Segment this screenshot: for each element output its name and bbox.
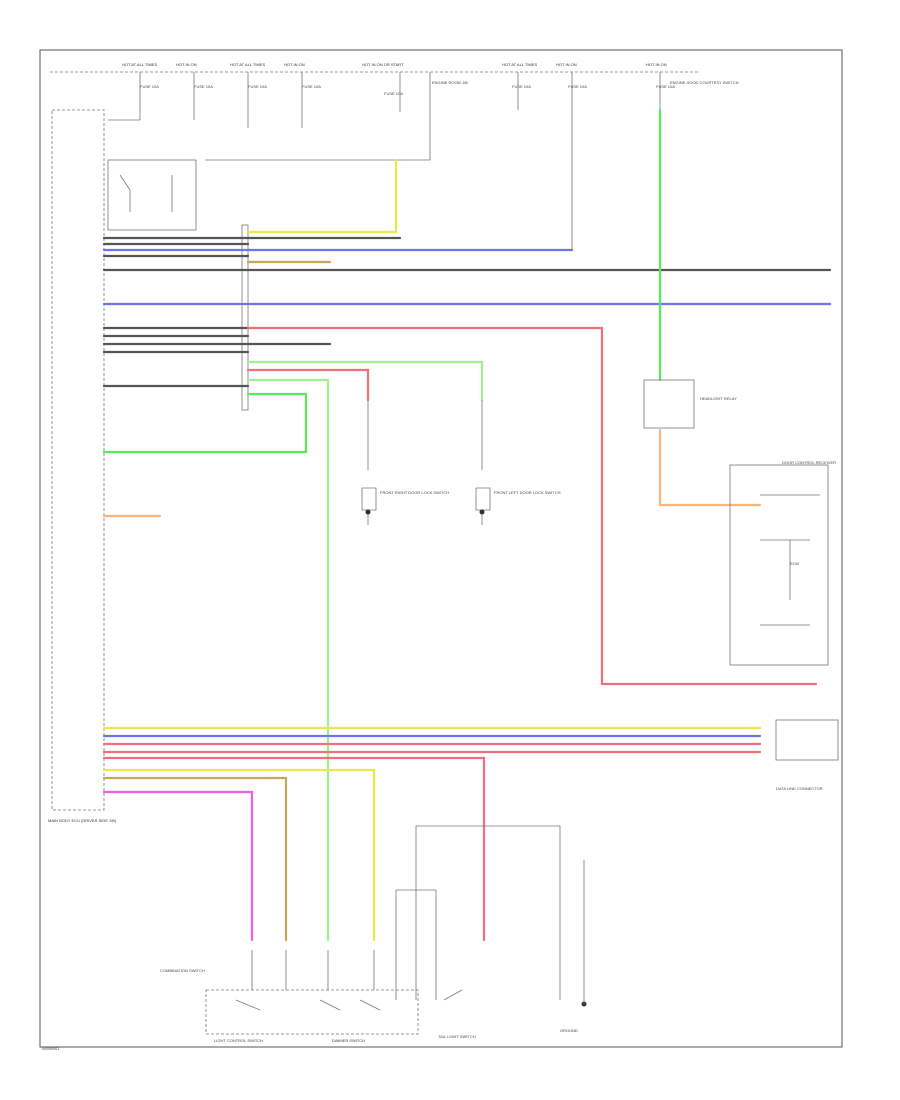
wire-green-bottom — [246, 378, 330, 942]
fuse-value-6: FUSE 10A — [512, 84, 531, 89]
tail-light-switch — [443, 989, 463, 1001]
fuse-value-2: FUSE 10A — [194, 84, 213, 89]
headlight-relay-box — [643, 379, 695, 429]
fuse-value-8: FUSE 10A — [656, 84, 675, 89]
receiver-internal — [760, 494, 820, 626]
fuse-value-1: FUSE 10A — [140, 84, 159, 89]
fuse-label-6: HOT AT ALL TIMES — [502, 62, 537, 67]
fuse-label-2: HOT IN ON — [176, 62, 197, 67]
data-link-box — [775, 719, 839, 761]
door-switch-left: FRONT LEFT DOOR LOCK SWITCH — [475, 400, 561, 525]
fuse-drop-1 — [108, 72, 141, 121]
fuse-label-8: HOT IN ON — [646, 62, 667, 67]
fuse-label-4: HOT IN ON — [284, 62, 305, 67]
internal-relay-box — [107, 159, 197, 231]
connector-block — [241, 224, 249, 411]
light-control-label: LIGHT CONTROL SWITCH — [214, 1038, 263, 1043]
switch-contacts — [235, 950, 381, 1011]
wire-red-door — [246, 368, 370, 402]
wire-yellow-down — [102, 768, 376, 942]
fuse-value-7: FUSE 10A — [568, 84, 587, 89]
combination-switch-box — [205, 989, 419, 1035]
diagram-frame — [39, 49, 843, 1048]
door-control-receiver-label: DOOR CONTROL RECEIVER — [782, 460, 836, 465]
door-switch-right: FRONT RIGHT DOOR LOCK SWITCH — [361, 400, 449, 525]
data-link-label: DATA LINK CONNECTOR — [776, 786, 823, 791]
page-code: W0085S1 — [42, 1046, 60, 1051]
main-body-ecu-box — [51, 109, 105, 811]
fuse-label-1: HOT AT ALL TIMES — [122, 62, 157, 67]
door-switch-left-label: FRONT LEFT DOOR LOCK SWITCH — [494, 490, 561, 495]
door-switch-right-label: FRONT RIGHT DOOR LOCK SWITCH — [380, 490, 449, 495]
junction-block-outline — [205, 72, 431, 161]
wire-pink-down — [102, 790, 254, 942]
door-switch-right-body — [361, 400, 377, 525]
fuse-label-5: HOT IN ON OR START — [362, 62, 404, 67]
wire-red-long — [246, 326, 818, 686]
dimmer-label: DIMMER SWITCH — [332, 1038, 365, 1043]
tail-light-label: TAIL LIGHT SWITCH — [438, 1034, 476, 1039]
fuse-labels: HOT AT ALL TIMES HOT IN ON HOT AT ALL TI… — [122, 62, 739, 96]
fuse-label-3: HOT AT ALL TIMES — [230, 62, 265, 67]
data-link-bus — [102, 726, 762, 754]
door-switch-right-dot — [365, 509, 371, 515]
wire-red-down — [102, 756, 486, 942]
wire-green-lower — [102, 392, 308, 454]
door-switch-left-body — [475, 400, 491, 525]
fuse-value-4: FUSE 10A — [302, 84, 321, 89]
relay-switch — [119, 174, 173, 212]
door-control-receiver-box — [729, 464, 829, 666]
fuse-label-7: HOT IN ON — [556, 62, 577, 67]
wire-orange-relay — [658, 428, 762, 507]
wire-yellow-junction — [246, 158, 398, 234]
junction-block-label: ENGINE ROOM J/B — [432, 80, 468, 85]
wire-brown-down — [102, 776, 288, 942]
headlight-relay-label: HEADLIGHT RELAY — [700, 396, 737, 401]
fuse-drops — [108, 72, 661, 161]
fuse-value-5: FUSE 10A — [384, 91, 403, 96]
tail-light-wiring — [395, 825, 561, 1000]
main-body-ecu-label: MAIN BODY ECU (DRIVER SIDE J/B) — [48, 818, 117, 823]
ecu-bus-wires — [102, 236, 832, 388]
door-switch-left-dot — [479, 509, 485, 515]
fuse-value-3: FUSE 10A — [248, 84, 267, 89]
engine-hood-label: ENGINE HOOD COURTESY SWITCH — [670, 80, 739, 85]
combination-label: COMBINATION SWITCH — [160, 968, 205, 973]
wire-green-door — [246, 360, 484, 402]
ecm-label: ECM — [790, 561, 799, 566]
ground-label: GROUND — [560, 1028, 578, 1033]
